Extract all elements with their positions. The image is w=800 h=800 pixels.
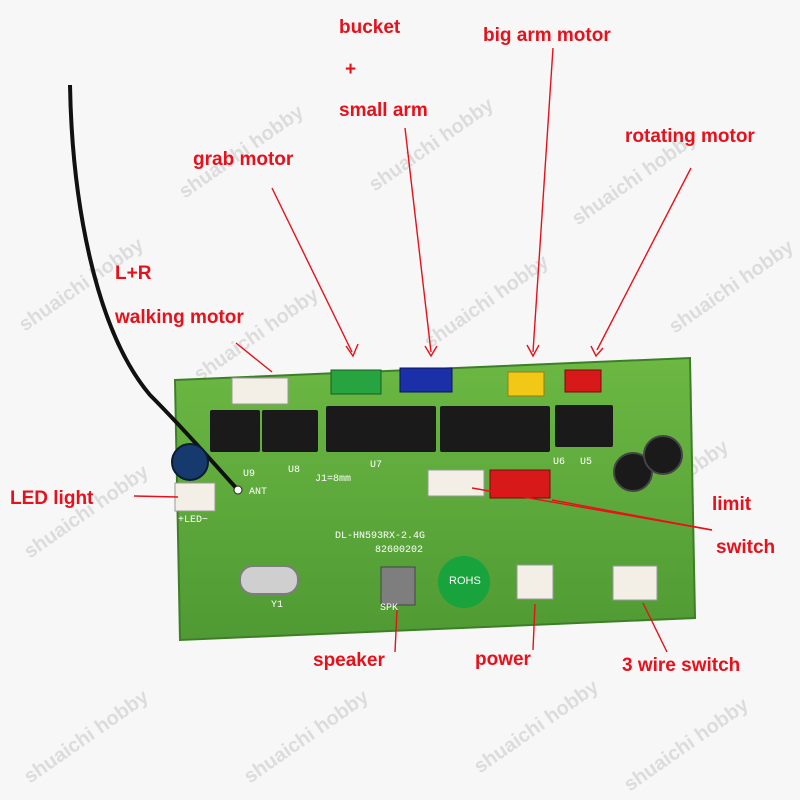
label-power: power	[475, 649, 531, 670]
power-connector	[516, 564, 554, 600]
ic-chip	[262, 410, 318, 452]
leader-line	[642, 602, 668, 653]
connector-red	[564, 369, 602, 393]
connector-blue	[399, 367, 453, 393]
connector-green	[330, 369, 382, 395]
leader-line	[526, 344, 540, 358]
label-switch: switch	[716, 537, 776, 558]
label-walking-motor: walking motor	[115, 307, 244, 328]
connector-white	[231, 377, 289, 405]
label-big-arm-motor: big arm motor	[483, 25, 611, 46]
connector-white	[174, 482, 216, 512]
ic-chip	[555, 405, 613, 447]
leader-line	[532, 47, 554, 353]
leader-line	[271, 187, 353, 353]
leader-line	[345, 343, 359, 358]
silk-led: +LED−	[178, 515, 209, 526]
label-small-arm: small arm	[339, 100, 428, 121]
ic-chip	[326, 406, 436, 452]
silk-u5: U5	[580, 457, 593, 468]
label-limit: limit	[712, 494, 752, 515]
speaker-connector	[380, 566, 416, 606]
silk-u6: U6	[553, 457, 566, 468]
silk-u8: U8	[288, 465, 301, 476]
connector-yellow	[507, 371, 545, 397]
label-led-light: LED light	[10, 488, 94, 509]
capacitor	[613, 452, 653, 492]
label-3-wire-switch: 3 wire switch	[622, 655, 741, 676]
rohs-sticker	[438, 556, 490, 608]
capacitor	[171, 443, 209, 481]
silk-spk: SPK	[380, 603, 399, 614]
label-rotating-motor: rotating motor	[625, 126, 755, 147]
silk-j1: J1=8mm	[315, 474, 352, 485]
crystal	[239, 565, 299, 595]
leader-line	[532, 603, 536, 651]
leader-line	[551, 499, 713, 531]
leader-line	[424, 345, 438, 358]
capacitor	[643, 435, 683, 475]
silk-code: 82600202	[375, 545, 424, 556]
silk-model: DL-HN593RX-2.4G	[335, 531, 426, 542]
label-speaker: speaker	[313, 650, 385, 671]
antenna-pad	[233, 485, 243, 495]
ic-chip	[440, 406, 550, 452]
label-plus: +	[345, 59, 357, 80]
label-bucket: bucket	[339, 17, 401, 38]
leader-line	[404, 127, 432, 353]
silk-ant: ANT	[249, 487, 268, 498]
three-wire-connector	[612, 565, 658, 601]
ic-chip	[210, 410, 260, 452]
silk-u9: U9	[243, 469, 256, 480]
leader-line	[394, 609, 398, 653]
leader-line	[133, 495, 179, 498]
connector-red	[489, 469, 551, 499]
connector-white	[427, 469, 485, 497]
rohs-text: ROHS	[449, 575, 481, 587]
leader-line	[235, 342, 273, 373]
silk-u7: U7	[370, 460, 383, 471]
leader-line	[590, 345, 604, 358]
label-lr: L+R	[115, 263, 152, 284]
silk-y1: Y1	[271, 600, 284, 611]
label-grab-motor: grab motor	[193, 149, 294, 170]
leader-line	[596, 167, 692, 351]
